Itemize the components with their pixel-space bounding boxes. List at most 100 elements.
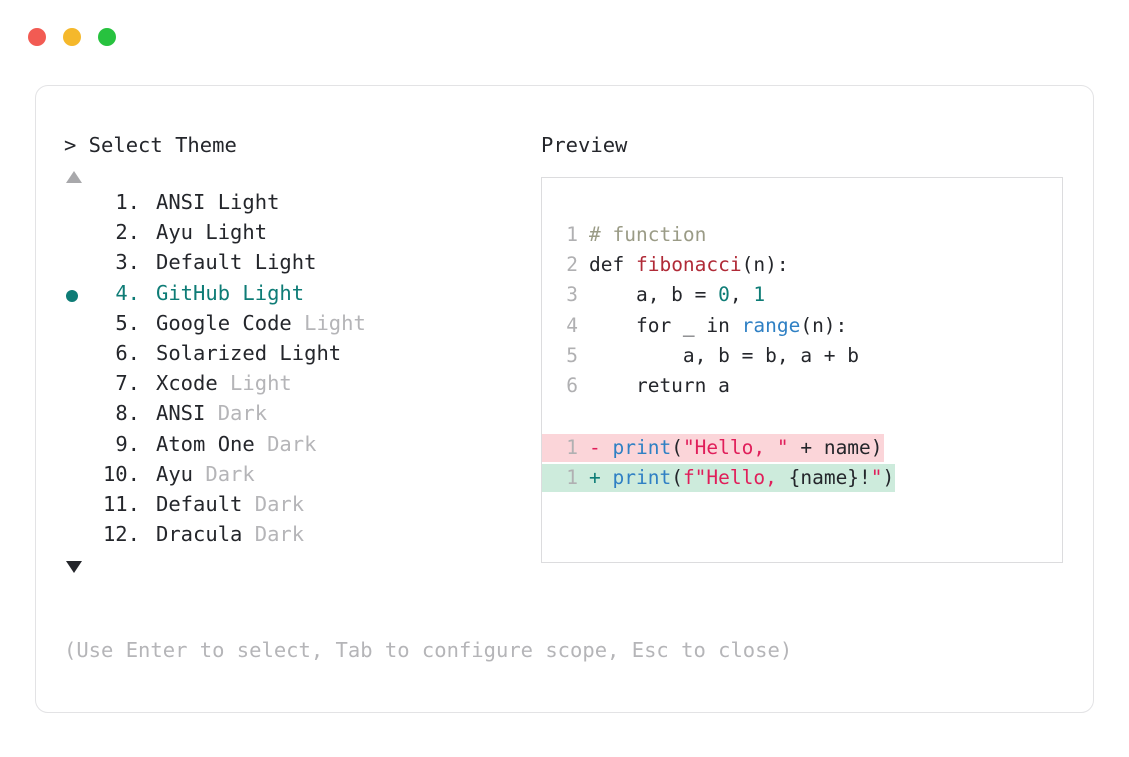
theme-item-variant: Dark bbox=[242, 491, 305, 516]
theme-item-name: GitHub bbox=[156, 280, 231, 305]
theme-item-name: Dracula bbox=[156, 522, 243, 547]
code-line-number: 4 bbox=[566, 313, 578, 337]
code-line: 2 def fibonacci(n): bbox=[542, 253, 1062, 283]
theme-list-item[interactable]: 5. Google Code Light bbox=[64, 311, 534, 341]
theme-item-variant: Dark bbox=[193, 461, 255, 486]
theme-list-item[interactable]: 10. Ayu Dark bbox=[64, 462, 534, 492]
code-token-plain: a, b = b, a + b bbox=[589, 343, 860, 367]
theme-list-item[interactable]: 1. ANSI Light bbox=[64, 190, 534, 220]
theme-item-name: Ayu bbox=[156, 461, 194, 486]
keyboard-hint: (Use Enter to select, Tab to configure s… bbox=[64, 638, 793, 662]
theme-item-variant: Light bbox=[193, 220, 268, 245]
theme-item-gap bbox=[140, 281, 156, 305]
selected-bullet-cell bbox=[64, 432, 94, 462]
code-token-plain: ) bbox=[882, 466, 895, 490]
theme-list-item[interactable]: 8. ANSI Dark bbox=[64, 401, 534, 431]
code-line-text: return a bbox=[589, 374, 730, 397]
diff-highlight: 1- print("Hello, " + name) bbox=[542, 434, 884, 463]
theme-item-variant: Light bbox=[217, 371, 292, 396]
code-line-text: a, b = b, a + b bbox=[589, 344, 859, 367]
theme-item-gap bbox=[140, 341, 156, 365]
select-theme-prompt: > Select Theme bbox=[64, 133, 237, 157]
code-line-number: 5 bbox=[566, 343, 578, 367]
code-token-num: 1 bbox=[753, 283, 766, 307]
theme-item-index: 2. bbox=[115, 220, 140, 245]
theme-item-gap bbox=[140, 522, 156, 546]
theme-list-item[interactable]: 3. Default Light bbox=[64, 250, 534, 280]
code-token-plain: ( bbox=[671, 436, 683, 460]
theme-item-index: 5. bbox=[115, 310, 140, 335]
theme-item-variant: Light bbox=[230, 280, 305, 305]
theme-item-gap bbox=[140, 492, 156, 516]
window-titlebar bbox=[28, 28, 116, 46]
maximize-dot[interactable] bbox=[98, 28, 116, 46]
scroll-up-arrow-icon[interactable] bbox=[66, 171, 82, 183]
theme-item-gap bbox=[140, 371, 156, 395]
theme-item-index: 6. bbox=[115, 340, 140, 365]
code-token-plain: a, b = bbox=[589, 283, 719, 307]
code-token-num: 0 bbox=[718, 283, 730, 307]
code-token-builtin: range bbox=[741, 313, 801, 337]
close-dot[interactable] bbox=[28, 28, 46, 46]
theme-item-gap bbox=[140, 401, 156, 425]
code-token-builtin: print bbox=[612, 466, 672, 490]
theme-list-item[interactable]: 9. Atom One Dark bbox=[64, 432, 534, 462]
theme-item-index: 1. bbox=[115, 190, 140, 214]
selected-bullet-cell bbox=[64, 401, 94, 431]
selected-bullet-cell bbox=[64, 462, 94, 492]
theme-item-variant: Dark bbox=[242, 522, 305, 547]
theme-item-variant: Dark bbox=[254, 431, 317, 456]
theme-item-name: Default bbox=[156, 491, 243, 516]
code-token-plain: + name) bbox=[788, 436, 883, 460]
selected-bullet-cell bbox=[64, 341, 94, 371]
theme-list-item[interactable]: 7. Xcode Light bbox=[64, 371, 534, 401]
scroll-down-arrow-icon[interactable] bbox=[66, 561, 82, 574]
code-line-number: 3 bbox=[566, 283, 578, 307]
code-token-str: f"Hello, bbox=[682, 466, 789, 490]
code-token-str: "Hello, " bbox=[682, 436, 789, 460]
theme-item-index: 8. bbox=[115, 401, 140, 426]
selected-bullet-cell bbox=[64, 371, 94, 401]
theme-item-index: 9. bbox=[115, 431, 140, 456]
theme-list-item[interactable]: 4. GitHub Light bbox=[64, 281, 534, 311]
theme-item-index: 7. bbox=[115, 371, 140, 396]
diff-line-add: 1+ print(f"Hello, {name}!") bbox=[542, 464, 1062, 494]
code-line: 5 a, b = b, a + b bbox=[542, 344, 1062, 374]
selected-bullet-cell bbox=[64, 281, 94, 311]
diff-highlight: 1+ print(f"Hello, {name}!") bbox=[542, 464, 896, 493]
theme-item-index: 12. bbox=[102, 522, 140, 547]
code-token-plain: def bbox=[589, 253, 636, 277]
selected-bullet-cell bbox=[64, 250, 94, 280]
code-token-comment: # function bbox=[589, 223, 707, 246]
theme-item-name: Atom One bbox=[156, 431, 255, 456]
theme-list-item[interactable]: 6. Solarized Light bbox=[64, 341, 534, 371]
code-line: 3 a, b = 0, 1 bbox=[542, 283, 1062, 313]
minimize-dot[interactable] bbox=[63, 28, 81, 46]
code-line-number: 2 bbox=[566, 253, 578, 277]
theme-list-item[interactable]: 11. Default Dark bbox=[64, 492, 534, 522]
theme-list-item[interactable]: 12. Dracula Dark bbox=[64, 522, 534, 552]
preview-title: Preview bbox=[541, 133, 628, 157]
code-token-plain: return a bbox=[589, 373, 730, 397]
code-token-plain: for _ in bbox=[589, 313, 742, 337]
code-token-plain: , bbox=[729, 283, 754, 307]
code-token-plain: {name}! bbox=[788, 466, 871, 490]
code-token-plain: ( bbox=[671, 466, 683, 490]
code-line-text: for _ in range(n): bbox=[589, 314, 847, 337]
diff-line-number: 1 bbox=[566, 436, 578, 460]
theme-list-item[interactable]: 2. Ayu Light bbox=[64, 220, 534, 250]
theme-item-variant: Light bbox=[205, 190, 280, 214]
code-preview-box: 1 # function 2 def fibonacci(n): 3 a, b = 0,… bbox=[541, 177, 1063, 563]
code-token-plain: (n): bbox=[800, 313, 848, 337]
theme-item-gap bbox=[140, 432, 156, 456]
selected-bullet-cell bbox=[64, 492, 94, 522]
code-line-text: def fibonacci(n): bbox=[589, 253, 789, 276]
diff-line-text: print("Hello, " + name) bbox=[612, 436, 882, 459]
diff-marker: - bbox=[589, 436, 613, 460]
selected-bullet-icon bbox=[66, 289, 78, 302]
theme-item-index: 10. bbox=[102, 461, 140, 486]
